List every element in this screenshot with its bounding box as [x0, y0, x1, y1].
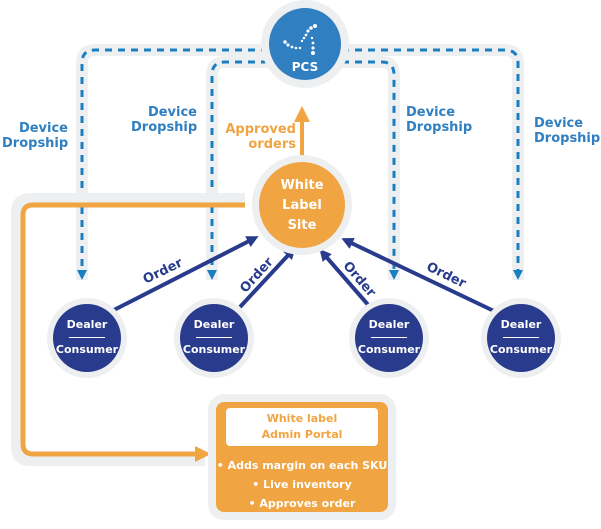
dealer-3-bottom: Consumer — [357, 343, 421, 356]
order-arrow-3 — [319, 248, 372, 309]
dropship-label-1-line1: Device — [18, 121, 68, 136]
dealer-node-4 — [487, 304, 555, 372]
dealer-1-divider — [69, 337, 105, 338]
dealer-4-bottom: Consumer — [489, 343, 553, 356]
order-arrow-4 — [341, 238, 497, 314]
dropship-label-4-line2: Dropship — [534, 131, 601, 146]
white-label-site-label: White Label Site — [262, 176, 342, 236]
white-label-site-node — [259, 162, 345, 248]
dealer-4-top: Dealer — [500, 318, 542, 331]
wls-line-2: Label — [282, 198, 322, 213]
dealer-2-top: Dealer — [193, 318, 235, 331]
dealer-label-1: Dealer Consumer — [54, 318, 120, 356]
feature-item: • Adds margin on each SKU — [216, 459, 388, 472]
dropship-line-2 — [207, 60, 268, 280]
portal-loop-track — [11, 193, 245, 466]
dealer-label-2: Dealer Consumer — [181, 318, 247, 356]
pcs-label: PCS — [291, 60, 319, 74]
dropship-label-2-line1: Device — [147, 105, 197, 120]
dealer-4-divider — [503, 337, 539, 338]
dealer-3-top: Dealer — [368, 318, 410, 331]
approved-orders-line2: orders — [248, 137, 296, 152]
dealer-1-top: Dealer — [66, 318, 108, 331]
approved-orders-label: Approved orders — [212, 122, 296, 152]
order-arrow-1 — [109, 236, 259, 314]
dropship-label-4-line1: Device — [534, 116, 584, 131]
wls-line-1: White — [280, 178, 324, 193]
dealer-2-bottom: Consumer — [182, 343, 246, 356]
wls-line-3: Site — [287, 218, 317, 233]
dealer-node-2 — [180, 304, 248, 372]
dropship-label-3-line2: Dropship — [406, 120, 473, 135]
dealer-1-bottom: Consumer — [55, 343, 119, 356]
dropship-label-2: Device Dropship — [131, 105, 197, 135]
dealer-node-1 — [53, 304, 121, 372]
dealer-3-divider — [371, 337, 407, 338]
dropship-label-3: Device Dropship — [406, 105, 472, 135]
dropship-line-3 — [342, 60, 399, 280]
pcs-logo-icon — [283, 24, 317, 55]
dropship-label-3-line1: Device — [406, 105, 456, 120]
admin-portal-title-line2: Admin Portal — [261, 428, 343, 441]
feature-item: • Live inventory — [252, 478, 352, 491]
admin-portal-features: • Adds margin on each SKU • Live invento… — [216, 456, 388, 513]
order-arrow-2 — [238, 247, 296, 309]
dropship-label-1: Device Dropship — [2, 121, 68, 151]
dealer-label-4: Dealer Consumer — [488, 318, 554, 356]
dealer-node-3 — [355, 304, 423, 372]
admin-portal-box: White label Admin Portal • Adds margin o… — [216, 402, 388, 512]
dropship-line-4 — [342, 48, 523, 280]
dropship-label-2-line2: Dropship — [131, 120, 198, 135]
admin-portal-title-line1: White label — [266, 412, 338, 425]
dealer-2-divider — [196, 337, 232, 338]
dropship-label-4: Device Dropship — [534, 116, 600, 146]
dealer-label-3: Dealer Consumer — [356, 318, 422, 356]
pcs-node — [269, 8, 341, 80]
approved-orders-line1: Approved — [225, 122, 296, 137]
dropship-line-1 — [77, 48, 268, 280]
feature-item: • Approves order — [248, 497, 356, 510]
dropship-label-1-line2: Dropship — [2, 136, 69, 151]
portal-loop-arrow — [20, 202, 245, 462]
admin-portal-title: White label Admin Portal — [226, 408, 378, 446]
